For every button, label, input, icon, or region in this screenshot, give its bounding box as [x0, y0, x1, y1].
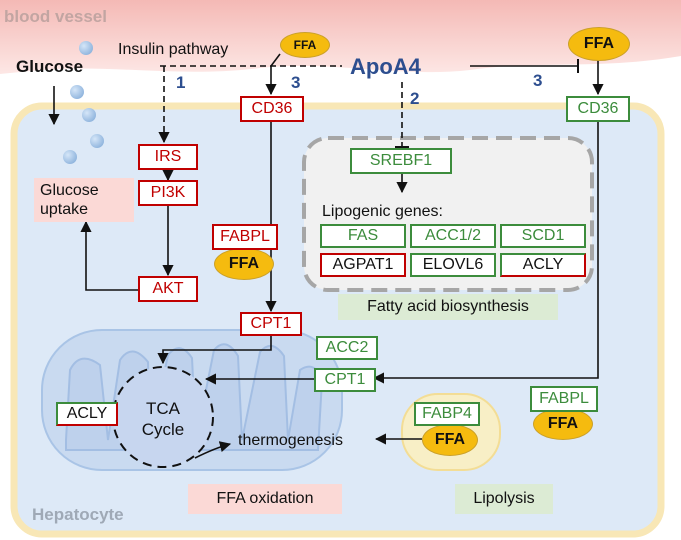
- irs-box: IRS: [138, 144, 198, 170]
- glucose-uptake-region: Glucose uptake: [34, 178, 134, 222]
- ffa-fabpl-right: FFA: [533, 408, 593, 440]
- lipogenic-genes-label: Lipogenic genes:: [322, 203, 443, 220]
- pathway-number-3-left: 3: [291, 73, 301, 92]
- pathway-number-3-right: 3: [533, 71, 543, 90]
- ffa-blood-left: FFA: [280, 32, 330, 58]
- lipolysis-region: Lipolysis: [455, 484, 553, 514]
- elovl6-box: ELOVL6: [410, 253, 496, 277]
- fatty-acid-biosynthesis-region: Fatty acid biosynthesis: [338, 294, 558, 320]
- insulin-pathway-label: Insulin pathway: [118, 41, 229, 58]
- pathway-number-2: 2: [410, 89, 420, 108]
- hepatocyte-label: Hepatocyte: [32, 505, 124, 524]
- thermogenesis-label: thermogenesis: [238, 432, 343, 449]
- cd36-right-box: CD36: [566, 96, 630, 122]
- ffa-fabpl-left: FFA: [214, 248, 274, 280]
- glucose-dots: [63, 41, 104, 164]
- pi3k-box: PI3K: [138, 180, 198, 206]
- apoa4-label: ApoA4: [350, 54, 421, 79]
- fabpl-left-box: FABPL: [212, 224, 278, 250]
- cpt1-mid-box: CPT1: [314, 368, 376, 392]
- fabpl-right-box: FABPL: [530, 386, 598, 412]
- ffa-lipolysis: FFA: [422, 424, 478, 456]
- pathway-number-1: 1: [176, 73, 186, 92]
- acly-lipogenic-box: ACLY: [500, 253, 586, 277]
- scd1-box: SCD1: [500, 224, 586, 248]
- cd36-left-box: CD36: [240, 96, 304, 122]
- ffa-oxidation-label: FFA oxidation: [216, 490, 314, 507]
- glucose-uptake-label: Glucose uptake: [40, 181, 99, 218]
- agpat1-box: AGPAT1: [320, 253, 406, 277]
- lipolysis-label: Lipolysis: [473, 490, 535, 507]
- cpt1-top-box: CPT1: [240, 312, 302, 336]
- ffa-blood-right: FFA: [568, 27, 630, 61]
- tca-cycle-label: TCA Cycle: [141, 399, 185, 440]
- fatty-acid-biosynthesis-label: Fatty acid biosynthesis: [367, 298, 529, 315]
- srebf1-box: SREBF1: [350, 148, 452, 174]
- acc12-box: ACC1/2: [410, 224, 496, 248]
- fas-box: FAS: [320, 224, 406, 248]
- blood-vessel-band: [0, 0, 681, 74]
- blood-vessel-label: blood vessel: [4, 7, 107, 26]
- ffa-oxidation-region: FFA oxidation: [188, 484, 342, 514]
- lipogenesis-region: [302, 136, 594, 292]
- acc2-box: ACC2: [316, 336, 378, 360]
- glucose-label: Glucose: [16, 57, 84, 76]
- acly-mito-box: ACLY: [56, 402, 118, 426]
- akt-box: AKT: [138, 276, 198, 302]
- fabp4-box: FABP4: [414, 402, 480, 426]
